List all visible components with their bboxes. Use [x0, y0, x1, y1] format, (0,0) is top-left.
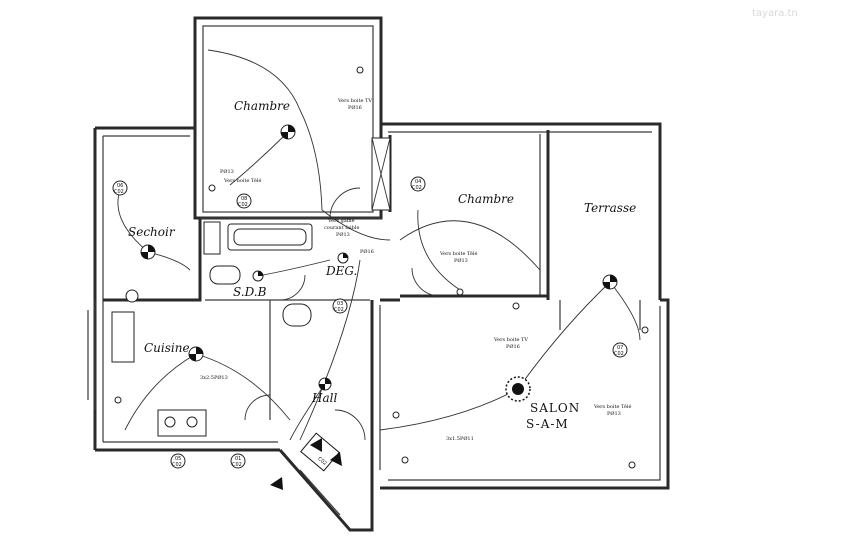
room-label-salon: SALON — [530, 401, 580, 415]
code-06-c02: C02 — [114, 189, 124, 195]
room-label-chambre: Chambre — [234, 99, 290, 113]
light-icon — [140, 244, 156, 260]
note-pg13-1: PØ13 — [220, 168, 234, 175]
code-07: 07 — [617, 345, 623, 351]
note-pg16-3: PØ16 — [506, 343, 520, 350]
code-05: 05 — [175, 456, 181, 462]
code-door: C02 — [316, 456, 327, 467]
code-07-c02: C02 — [614, 351, 624, 357]
note-pg13-2: PØ13 — [454, 257, 468, 264]
note-cable-cuisine: 3x2.5PØ13 — [200, 374, 228, 381]
chandelier-icon — [505, 376, 531, 402]
light-icon — [188, 346, 204, 362]
sockets — [114, 66, 649, 469]
note-pg16-1: PØ16 — [348, 104, 362, 111]
note-vers-gaine-2: courant faible — [324, 225, 359, 231]
code-08-c02: C02 — [238, 202, 248, 208]
note-vers-tele-3: Vers boite Télé — [593, 403, 632, 410]
doors — [244, 187, 441, 441]
entrance-arrow-icon — [270, 477, 283, 490]
watermark: tayara.tn — [752, 8, 798, 19]
code-03-c02: C02 — [334, 307, 344, 313]
code-01: 01 — [235, 456, 241, 462]
fixtures — [111, 137, 391, 437]
note-vers-tv-1: Vers boite TV — [337, 98, 372, 104]
room-label-sechoir: Sechoir — [128, 225, 176, 239]
note-pg13-3: PØ13 — [607, 410, 621, 417]
code-05-c02: C02 — [172, 462, 182, 468]
room-label-sdb: S.D.B — [233, 285, 267, 299]
light-icon — [252, 270, 264, 282]
note-vers-tv-2: Vers boite TV — [493, 337, 528, 343]
room-label-terrasse: Terrasse — [584, 201, 636, 215]
cabinet — [203, 221, 221, 255]
light-icon — [318, 377, 332, 391]
light-points — [140, 124, 618, 402]
code-03: 03 — [337, 301, 343, 307]
note-cable-salon: 3x1.5PØ11 — [446, 435, 474, 442]
code-04: 04 — [415, 179, 421, 185]
note-vers-tele-1: Vers boite Télé — [223, 177, 262, 184]
light-icon — [337, 252, 349, 264]
note-pg16-2: PØ16 — [360, 248, 374, 255]
room-label-hall: Hall — [311, 391, 337, 405]
walls — [87, 16, 670, 532]
note-pg13-gaine: PØ13 — [336, 231, 350, 238]
code-06: 06 — [117, 183, 123, 189]
code-01-c02: C02 — [232, 462, 242, 468]
door-panel — [300, 432, 340, 472]
light-icon — [280, 124, 296, 140]
light-icon — [602, 274, 618, 290]
note-vers-gaine-1: Vers gaine — [327, 218, 355, 224]
room-label-cuisine: Cuisine — [144, 341, 190, 355]
room-label-deg: DEG. — [325, 264, 357, 278]
room-label-sam: S-A-M — [526, 417, 569, 431]
note-vers-tele-2: Vers boite Télé — [439, 250, 478, 257]
code-08: 08 — [241, 196, 247, 202]
toilet — [209, 265, 241, 285]
code-04-c02: C02 — [412, 185, 422, 191]
circuit-codes — [112, 176, 628, 469]
sink — [282, 303, 312, 327]
room-label-chambre-2: Chambre — [458, 192, 514, 206]
kitchen-sink — [111, 311, 135, 363]
